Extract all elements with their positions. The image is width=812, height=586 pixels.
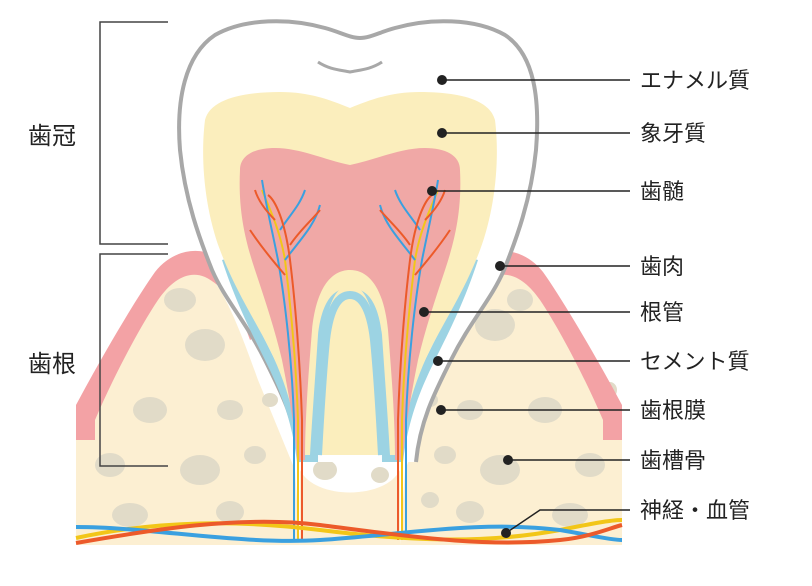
pulp-nerves bbox=[249, 179, 451, 540]
root-bracket bbox=[99, 253, 168, 467]
gum-shape bbox=[76, 250, 622, 440]
crown-bracket bbox=[99, 21, 168, 245]
nerve-vessel-lines bbox=[75, 518, 623, 545]
label-cementum: セメント質 bbox=[640, 350, 750, 375]
label-root-canal: 根管 bbox=[640, 301, 684, 326]
label-pulp: 歯髄 bbox=[640, 180, 684, 205]
label-dentin: 象牙質 bbox=[640, 122, 706, 147]
label-enamel: エナメル質 bbox=[640, 69, 750, 94]
crown-fissure bbox=[317, 60, 383, 74]
leader-lines bbox=[424, 79, 630, 534]
pulp-shape bbox=[239, 148, 461, 460]
leader-dots bbox=[419, 75, 513, 538]
label-nerve-vessels: 神経・血管 bbox=[640, 499, 750, 524]
label-periodontal-ligament: 歯根膜 bbox=[640, 399, 706, 424]
label-alveolar-bone: 歯槽骨 bbox=[640, 449, 706, 474]
crown-label: 歯冠 bbox=[28, 122, 76, 150]
cementum-band bbox=[222, 258, 478, 462]
label-gum: 歯肉 bbox=[640, 255, 684, 280]
root-label: 歯根 bbox=[28, 350, 76, 378]
